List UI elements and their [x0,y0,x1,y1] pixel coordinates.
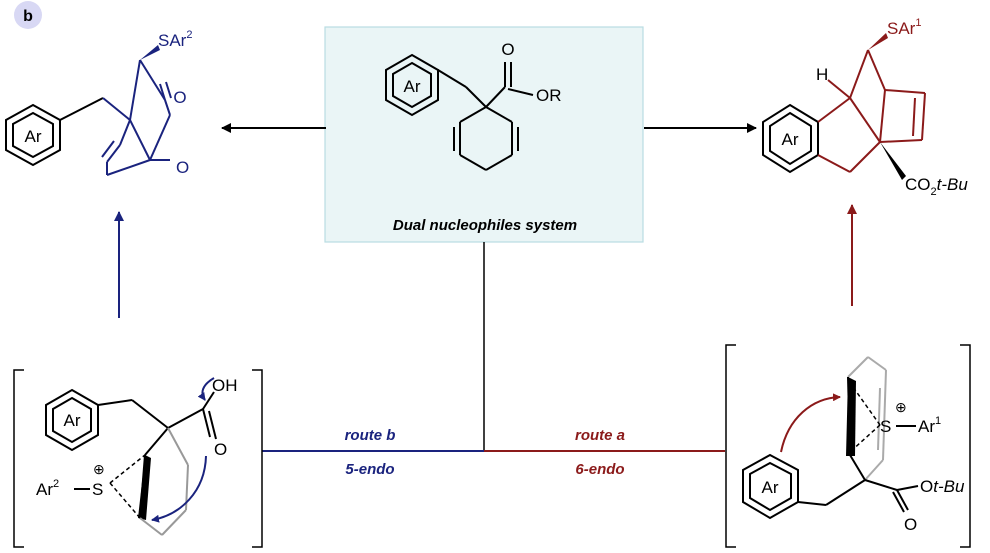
substrate-box: Ar O OR Dual nucleophiles system [324,26,644,243]
substrate-or-label: OR [536,86,562,105]
left-product-ring-o: O [176,158,189,177]
left-product-carbonyl-o: O [173,88,186,107]
right-bracket-open [725,344,736,548]
left-product: Ar SAr2 O O [5,29,192,177]
right-intermediate-ar1: Ar1 [918,415,941,436]
right-product: Ar H SAr1 CO2t-Bu [762,17,968,198]
right-product-h: H [816,65,828,84]
left-intermediate-ar-label: Ar [64,411,81,430]
left-intermediate-ar2: Ar2 [36,478,59,499]
left-intermediate-curved-arrow-1 [197,377,215,401]
route-b-mode: 5-endo [345,461,394,478]
left-intermediate: Ar OH O ⊕ Ar2 S [13,369,263,548]
left-product-ar-label: Ar [25,127,42,146]
substrate-ar-label: Ar [404,77,421,96]
left-bracket-open [13,369,24,548]
right-intermediate-ar-label: Ar [762,478,779,497]
right-product-bicycle [817,49,926,173]
left-product-bicycle [101,59,172,176]
right-intermediate: Ar ⊕ S Ar1 Ot-Bu O [725,344,971,548]
panel-badge-label: b [23,8,33,25]
right-intermediate-thiiranium [847,379,881,453]
right-intermediate-ring-ghost [847,356,887,481]
left-intermediate-oh: OH [212,376,238,395]
right-product-ar-label: Ar [782,130,799,149]
right-intermediate-curved-arrow [780,393,841,453]
left-product-sar: SAr2 [158,29,192,50]
right-intermediate-otbu: Ot-Bu [920,477,965,496]
panel-badge: b [14,1,42,29]
left-intermediate-thiiranium [109,454,146,519]
left-intermediate-arene-ghost [139,427,189,536]
substrate-caption: Dual nucleophiles system [393,217,577,234]
route-a-mode: 6-endo [575,461,624,478]
right-intermediate-carbonyl-o: O [904,515,917,534]
right-product-sar: SAr1 [887,17,921,38]
left-intermediate-plus: ⊕ [93,461,105,477]
left-intermediate-s: S [92,480,103,499]
substrate-carbonyl-o: O [501,40,514,59]
left-intermediate-carbonyl-o: O [214,440,227,459]
left-intermediate-curved-arrow-2 [151,455,207,523]
left-intermediate-skeleton [97,391,217,519]
right-product-ester: CO2t-Bu [905,175,968,198]
route-b-label: route b [345,427,396,444]
right-intermediate-plus: ⊕ [895,399,907,415]
right-bracket-close [960,344,971,548]
route-a-label: route a [575,427,625,444]
right-intermediate-s: S [880,417,891,436]
left-bracket-close [252,369,263,548]
right-intermediate-arene [742,453,799,520]
substrate-skeleton [437,62,534,171]
